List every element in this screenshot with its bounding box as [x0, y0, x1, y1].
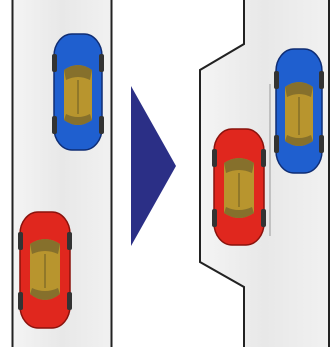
- after-panel: [200, 0, 329, 347]
- before-panel: [12, 0, 112, 347]
- blue-car: [274, 49, 324, 173]
- red-car: [18, 212, 72, 328]
- red-car: [212, 129, 266, 245]
- triangle-right-icon: [131, 86, 176, 246]
- blue-car: [52, 34, 104, 150]
